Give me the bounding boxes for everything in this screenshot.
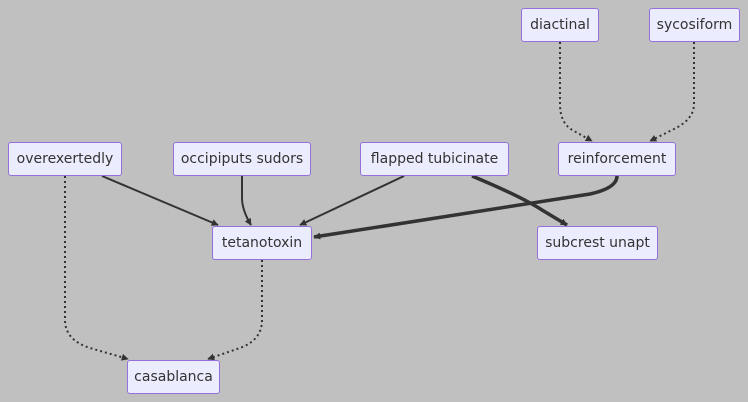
edge-sycosiform-reinforcement [649,42,695,142]
node-occipiputs-sudors[interactable]: occipiputs sudors [173,142,311,176]
edge-occipiputs-tetanotoxin [241,176,252,226]
edge-flapped-subcrest [471,174,568,227]
node-subcrest-unapt[interactable]: subcrest unapt [537,226,658,260]
edge-flapped-tetanotoxin [299,175,405,226]
node-sycosiform[interactable]: sycosiform [649,8,740,42]
edge-diactinal-reinforcement [559,42,593,142]
edge-overexertedly-tetanotoxin [101,175,219,226]
node-overexertedly[interactable]: overexertedly [8,142,122,176]
edge-tetanotoxin-casablanca [207,260,263,361]
node-tetanotoxin[interactable]: tetanotoxin [212,226,312,260]
edge-overexertedly-casablanca [64,176,129,361]
node-flapped-tubicinate[interactable]: flapped tubicinate [360,142,509,176]
node-reinforcement[interactable]: reinforcement [558,142,676,176]
node-diactinal[interactable]: diactinal [521,8,599,42]
edge-reinforcement-tetanotoxin [313,175,619,240]
node-casablanca[interactable]: casablanca [127,360,220,394]
